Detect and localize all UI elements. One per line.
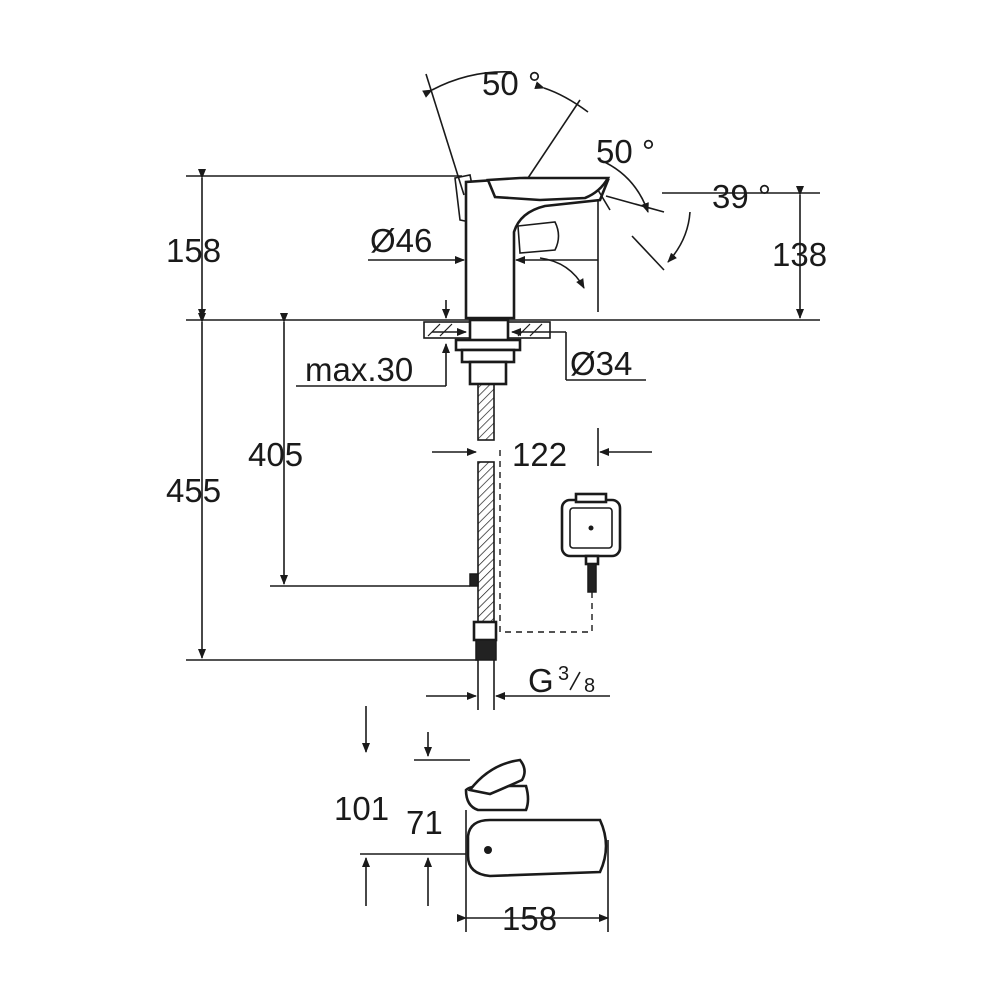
lever-plan bbox=[467, 758, 526, 796]
lever-edge bbox=[597, 189, 611, 211]
thread-denominator: 8 bbox=[584, 675, 595, 697]
below-deck-total-label: 455 bbox=[166, 472, 221, 509]
mounting-nut bbox=[460, 348, 516, 364]
sensor-cable bbox=[499, 450, 593, 633]
spout-top-label: 71 bbox=[406, 804, 443, 841]
angle-lever-tilt-label: 50 ° bbox=[596, 133, 655, 170]
plan-projection-label: 158 bbox=[502, 900, 557, 937]
body-diameter-label: Ø46 bbox=[370, 222, 432, 259]
control-box bbox=[560, 492, 622, 593]
hose-length-label: 405 bbox=[248, 436, 303, 473]
supply-hose bbox=[469, 383, 593, 710]
spout-ghost bbox=[517, 221, 560, 254]
mounting-hole-label: Ø34 bbox=[570, 345, 632, 382]
threaded-stud bbox=[468, 360, 508, 386]
faucet-lever bbox=[486, 176, 611, 202]
spout-plan bbox=[466, 818, 608, 878]
faucet-plan-view bbox=[360, 706, 609, 932]
hose-connector bbox=[475, 639, 497, 661]
thread-numerator: 3 bbox=[558, 663, 569, 685]
svg-text:G: G bbox=[528, 662, 554, 699]
thread-size-label: G 3 8 bbox=[528, 662, 595, 699]
lever-height-label: 101 bbox=[334, 790, 389, 827]
mounting-washer bbox=[454, 338, 522, 352]
spout-height-label: 138 bbox=[772, 236, 827, 273]
angle-lever-swing-label: 50 ° bbox=[482, 65, 541, 102]
faucet-side-view bbox=[454, 174, 611, 320]
angle-spout-label: 39 ° bbox=[712, 178, 771, 215]
dimension-lines bbox=[186, 71, 820, 700]
deck-section bbox=[423, 318, 551, 386]
faucet-height-label: 158 bbox=[166, 232, 221, 269]
deck-thickness-label: max.30 bbox=[305, 351, 413, 388]
control-box-offset-label: 122 bbox=[512, 436, 567, 473]
